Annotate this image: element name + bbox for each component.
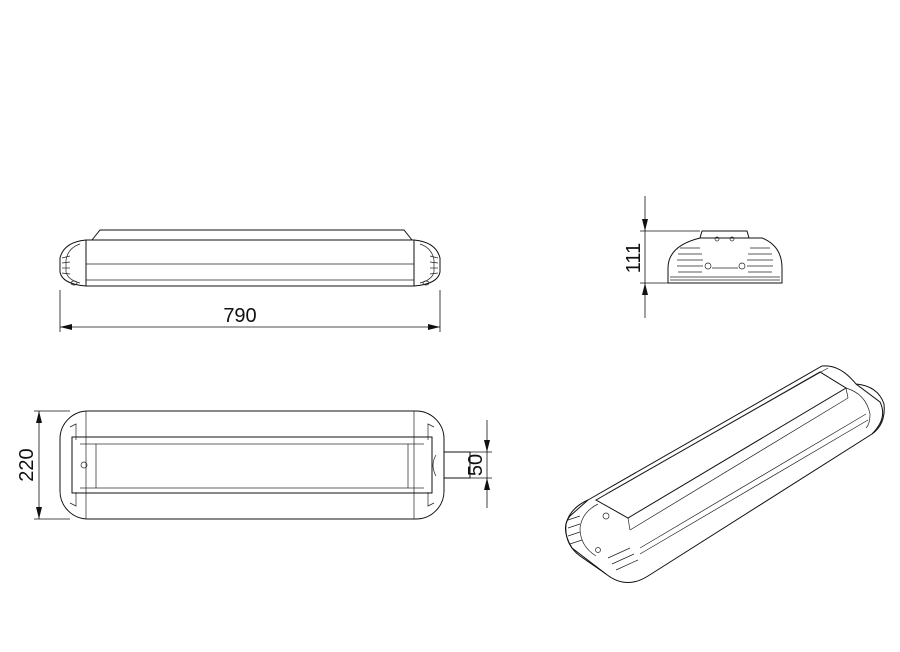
width-dimension: 220 [16,410,70,520]
isometric-view [565,365,885,583]
height-label: 111 [623,243,645,273]
top-view [59,410,471,520]
length-label: 790 [223,305,256,327]
arrow-head [36,507,42,519]
mount-dimension: 50 [465,420,492,508]
front-view [59,229,441,287]
height-dimension: 111 [623,196,700,318]
width-label: 220 [16,448,38,481]
arrow-head [484,478,490,490]
arrow-head [428,324,440,330]
arrow-head [642,283,648,295]
arrow-head [60,324,72,330]
arrow-head [642,219,648,231]
side-view [667,230,783,284]
arrow-head [36,411,42,423]
length-dimension: 790 [59,290,441,332]
mount-label: 50 [465,454,487,476]
arrow-head [484,440,490,452]
